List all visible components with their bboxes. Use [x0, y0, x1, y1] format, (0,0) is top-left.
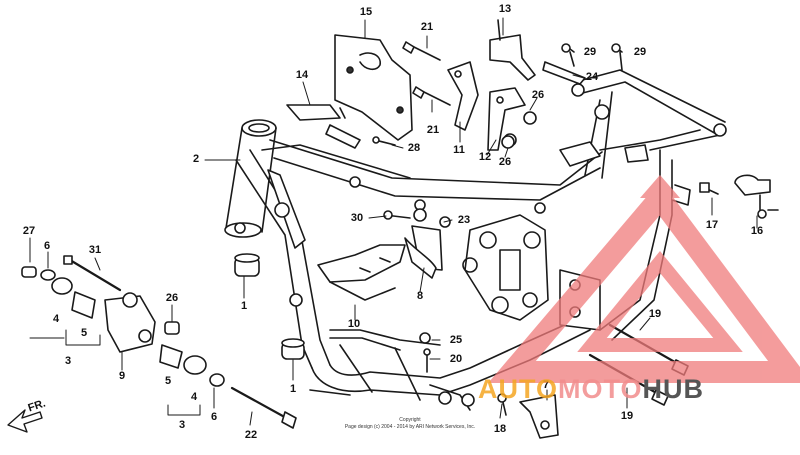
- part-15-plate: [334, 34, 413, 141]
- main-frame-tubes: [261, 69, 727, 341]
- callout-10: 10: [347, 318, 361, 330]
- part-14-bracket: [286, 104, 361, 149]
- copyright-line-2: Page design (c) 2004 - 2014 by ARI Netwo…: [344, 424, 476, 430]
- callout-25: 25: [449, 334, 463, 346]
- callout-26: 26: [498, 156, 512, 168]
- callout-26: 26: [165, 292, 179, 304]
- part-20-bolt: [423, 348, 431, 373]
- callout-1: 1: [240, 300, 248, 312]
- callout-18: 18: [493, 423, 507, 435]
- callout-21: 21: [426, 124, 440, 136]
- callout-23: 23: [457, 214, 471, 226]
- callout-31: 31: [88, 244, 102, 256]
- callout-3: 3: [178, 419, 186, 431]
- part-26-nuts: [501, 111, 537, 149]
- part-17-bolt: [699, 182, 719, 195]
- callout-8: 8: [416, 290, 424, 302]
- callout-29: 29: [633, 46, 647, 58]
- leader-lines: [29, 17, 758, 426]
- center-plate: [462, 214, 601, 331]
- callout-7: 7: [542, 379, 550, 391]
- part-8-damper: [404, 237, 437, 279]
- watermark-text: AUTOMOTOHUB: [478, 374, 704, 405]
- callout-28: 28: [407, 142, 421, 154]
- watermark-auto: AUTO: [478, 374, 559, 404]
- engine-mount-collars: [234, 176, 546, 307]
- callout-4: 4: [52, 313, 60, 325]
- group-3-brackets: [65, 329, 201, 416]
- callout-11: 11: [453, 144, 465, 156]
- callout-4: 4: [190, 391, 198, 403]
- callout-9: 9: [118, 370, 126, 382]
- part-28-bolt: [372, 136, 396, 146]
- part-29-bolts: [561, 43, 623, 71]
- callout-5: 5: [164, 375, 172, 387]
- watermark-logo: [488, 175, 800, 383]
- callout-19: 19: [648, 308, 662, 320]
- callout-29: 29: [583, 46, 597, 58]
- callout-1: 1: [289, 383, 297, 395]
- part-11-stay: [447, 61, 479, 131]
- part-16-seat-lock: [734, 174, 779, 219]
- callout-6: 6: [43, 240, 51, 252]
- callout-17: 17: [705, 219, 719, 231]
- callout-21: 21: [420, 21, 434, 33]
- front-arrow: [7, 409, 43, 433]
- part-24-band: [542, 61, 586, 85]
- part-25-nut: [419, 332, 431, 344]
- part-7-bracket: [519, 394, 559, 439]
- watermark-hub: HUB: [642, 374, 705, 404]
- callout-24: 24: [585, 71, 599, 83]
- copyright-notice: Copyright Page design (c) 2004 - 2014 by…: [315, 417, 505, 431]
- part-21-bolts: [402, 41, 451, 106]
- part-13-bracket: [489, 19, 536, 81]
- callout-6: 6: [210, 411, 218, 423]
- callout-30: 30: [350, 212, 364, 224]
- callout-13: 13: [498, 3, 512, 15]
- callout-12: 12: [478, 151, 492, 163]
- callout-16: 16: [750, 225, 764, 237]
- part-1-mounts: [234, 253, 305, 360]
- callout-3: 3: [64, 355, 72, 367]
- copyright-line-1: Copyright: [399, 417, 421, 423]
- callout-14: 14: [295, 69, 309, 81]
- part-18-bolt: [497, 393, 507, 416]
- callout-5: 5: [80, 327, 88, 339]
- callout-20: 20: [449, 353, 463, 365]
- callout-26: 26: [531, 89, 545, 101]
- callout-2: 2: [192, 153, 200, 165]
- callout-27: 27: [22, 225, 36, 237]
- callout-22: 22: [244, 429, 258, 441]
- part-30-bolt: [383, 208, 427, 222]
- left-hanger-assembly: [21, 255, 297, 429]
- callout-15: 15: [359, 6, 373, 18]
- watermark-moto: MOTO: [558, 374, 643, 404]
- part-10-bracket: [317, 244, 406, 301]
- callout-19: 19: [620, 410, 634, 422]
